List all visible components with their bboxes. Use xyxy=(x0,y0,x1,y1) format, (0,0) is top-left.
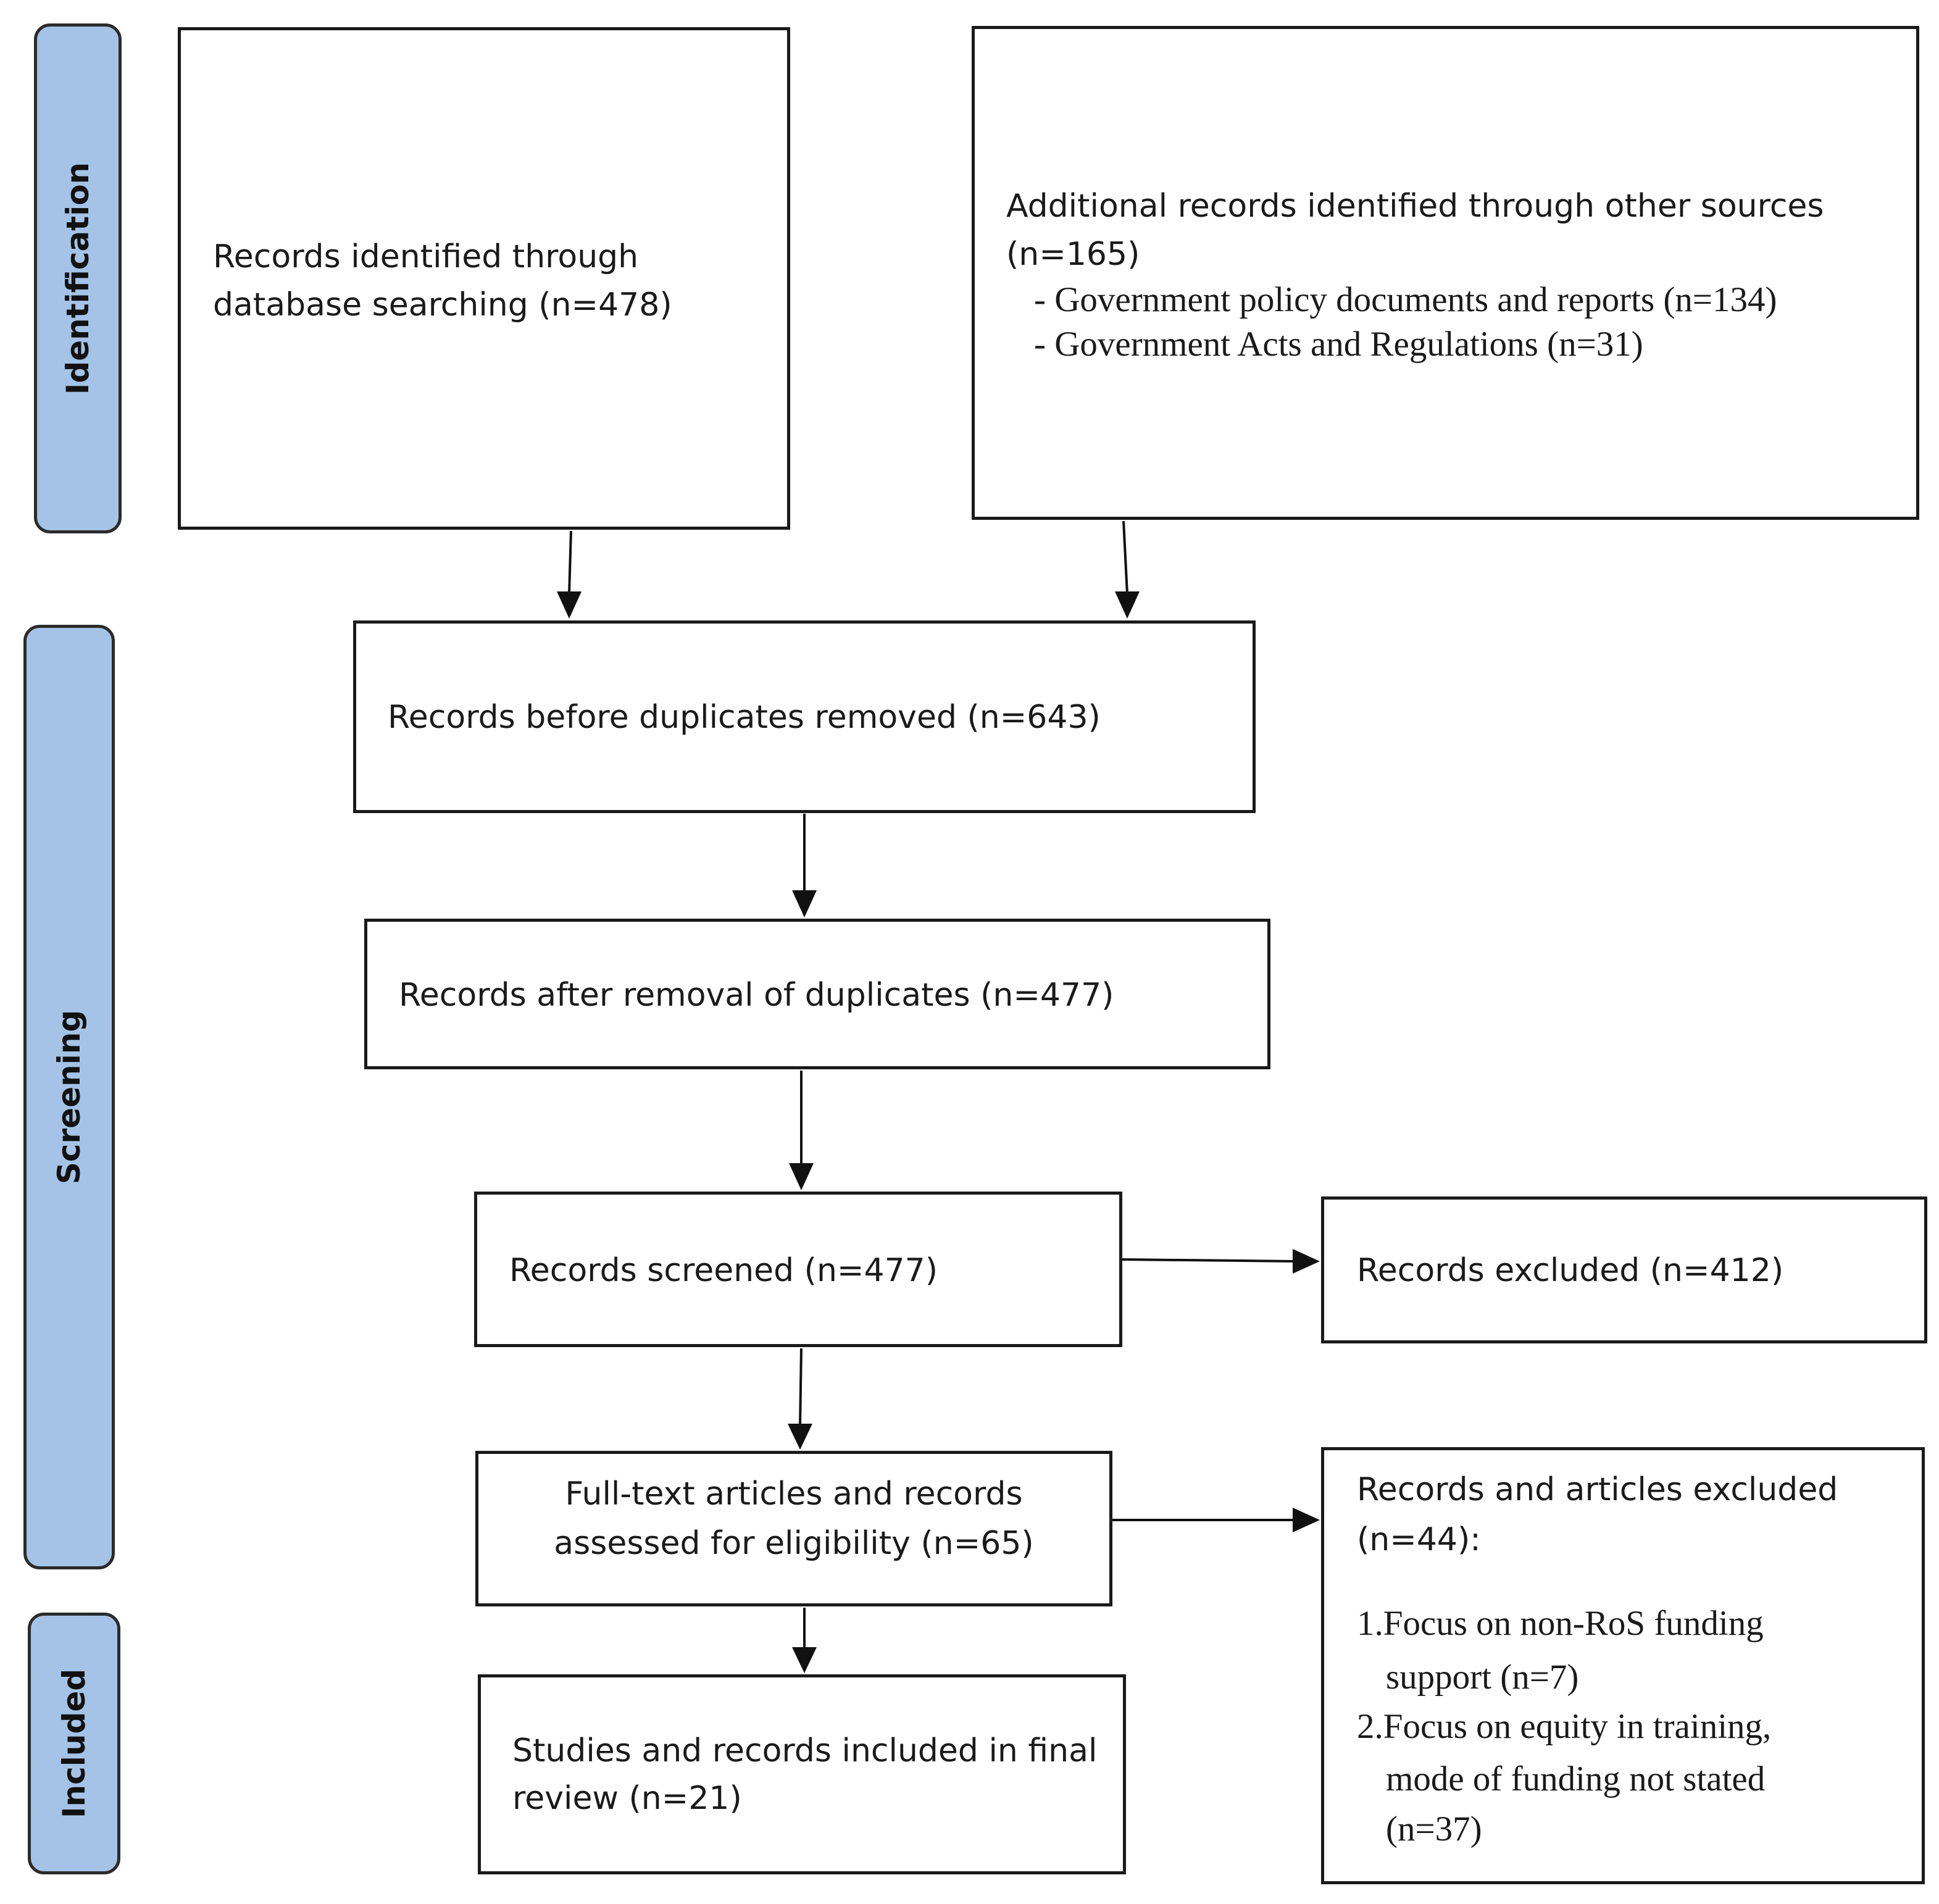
records-excluded-box xyxy=(1321,1196,1927,1343)
fulltext-assessed-line1: Full-text articles and records xyxy=(565,1476,1023,1513)
exclusion-reason-2-line1: 2.Focus on equity in training, xyxy=(1357,1707,1772,1746)
included-final-line1: Studies and records included in final xyxy=(512,1732,1098,1769)
arrowhead-fulltext-to-included xyxy=(792,1647,817,1673)
included-final-line2: review (n=21) xyxy=(512,1780,742,1817)
arrowhead-fulltext-to-excluded xyxy=(1293,1508,1320,1532)
database-records-line1: Records identified through xyxy=(213,238,639,275)
database-records-box xyxy=(178,27,790,530)
arrow-screened-to-excluded xyxy=(1122,1258,1296,1263)
records-excluded-label: Records excluded (n=412) xyxy=(1357,1252,1784,1289)
arrowhead-before-to-after xyxy=(792,890,817,917)
before-duplicates-label: Records before duplicates removed (n=643… xyxy=(388,699,1101,736)
records-screened-label: Records screened (n=477) xyxy=(509,1252,938,1289)
before-duplicates-box xyxy=(353,620,1256,813)
arrowhead-database-to-before xyxy=(557,591,582,619)
records-screened-box xyxy=(474,1192,1122,1347)
exclusion-reason-2-line3: (n=37) xyxy=(1386,1810,1482,1848)
articles-excluded-line1: Records and articles excluded xyxy=(1357,1471,1838,1508)
after-duplicates-box xyxy=(364,919,1270,1069)
additional-records-bullet1: - Government policy documents and report… xyxy=(1034,280,1777,319)
arrow-screened-to-fulltext xyxy=(799,1348,803,1427)
arrow-additional-to-before xyxy=(1122,520,1128,595)
database-records-line2: database searching (n=478) xyxy=(213,286,672,324)
exclusion-reason-1-line2: support (n=7) xyxy=(1386,1658,1579,1697)
articles-excluded-box xyxy=(1321,1447,1925,1884)
exclusion-reason-1-line1: 1.Focus on non-RoS funding xyxy=(1357,1604,1764,1643)
arrowhead-after-to-screened xyxy=(789,1163,814,1190)
fulltext-assessed-box xyxy=(475,1451,1112,1606)
phase-identification: Identification xyxy=(34,23,122,533)
arrowhead-screened-to-excluded xyxy=(1293,1249,1320,1274)
fulltext-assessed-line2: assessed for eligibility (n=65) xyxy=(554,1525,1034,1562)
additional-records-line2: (n=165) xyxy=(1006,236,1140,273)
arrowhead-additional-to-before xyxy=(1115,591,1140,619)
additional-records-box xyxy=(972,26,1919,520)
phase-included: Included xyxy=(28,1613,120,1874)
arrow-database-to-before xyxy=(568,530,572,595)
arrowhead-screened-to-fulltext xyxy=(788,1424,812,1450)
included-final-box xyxy=(478,1674,1126,1874)
additional-records-bullet2: - Government Acts and Regulations (n=31) xyxy=(1034,325,1643,364)
exclusion-reason-2-line2: mode of funding not stated xyxy=(1386,1760,1766,1798)
after-duplicates-label: Records after removal of duplicates (n=4… xyxy=(399,977,1114,1014)
additional-records-line1: Additional records identified through ot… xyxy=(1006,188,1824,225)
articles-excluded-line2: (n=44): xyxy=(1357,1521,1481,1558)
phase-screening: Screening xyxy=(23,625,115,1569)
